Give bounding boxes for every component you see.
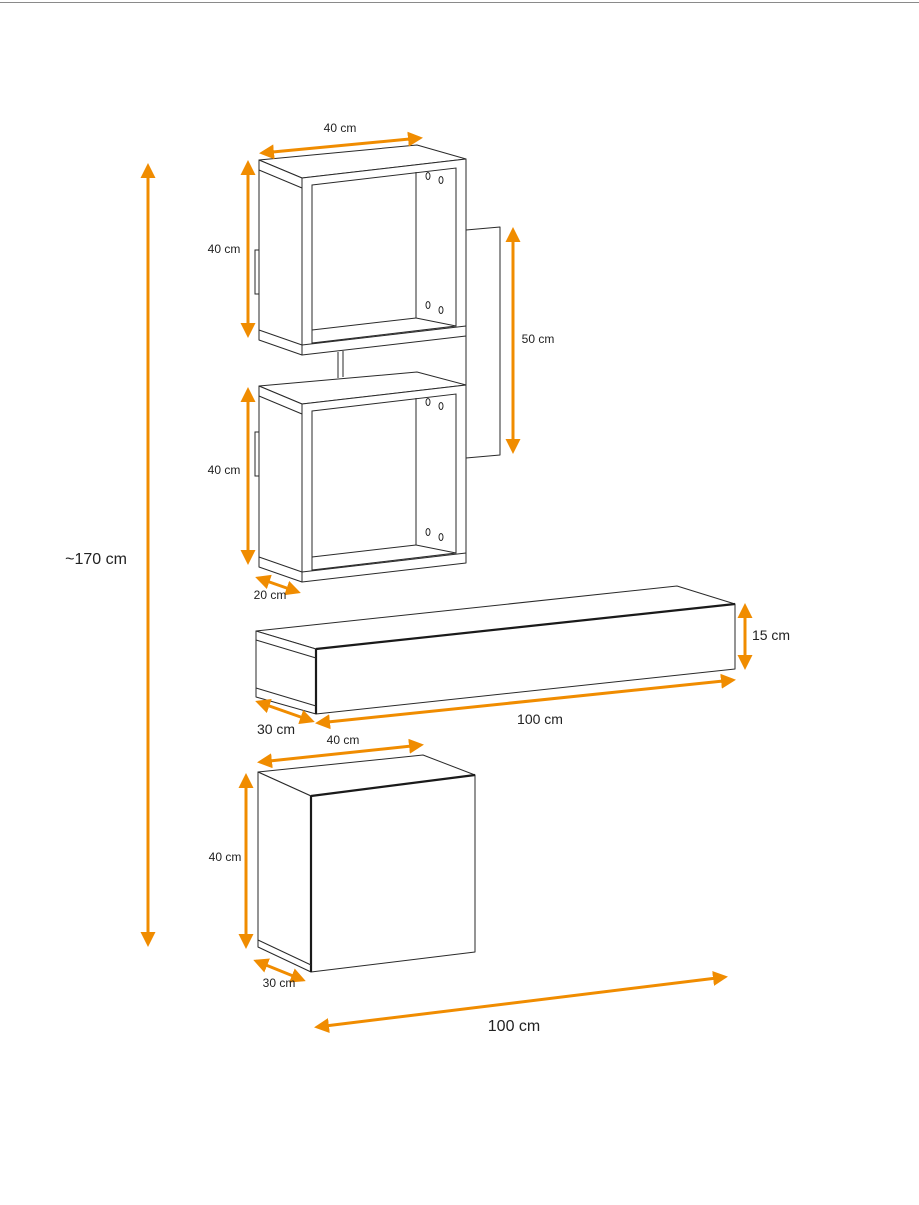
label-overall-height: ~170 cm xyxy=(65,551,127,568)
wall-cabinet xyxy=(257,754,476,973)
tv-unit xyxy=(255,585,736,715)
dim-cabinet-depth xyxy=(253,958,306,983)
label-shelf2-depth: 20 cm xyxy=(254,588,287,602)
dim-cabinet-width xyxy=(257,738,424,769)
dim-shelf1-width xyxy=(259,131,423,160)
dimension-lines xyxy=(140,131,753,1033)
label-shelf1-width: 40 cm xyxy=(324,121,357,135)
top-divider xyxy=(0,2,919,3)
dim-overall-width xyxy=(314,971,728,1033)
label-overall-width: 100 cm xyxy=(488,1018,540,1035)
open-shelf-cube-top xyxy=(254,144,467,356)
label-cabinet-height: 40 cm xyxy=(209,850,242,864)
connector-rod xyxy=(337,351,344,378)
label-shelf1-height: 40 cm xyxy=(208,242,241,256)
label-tv-width: 100 cm xyxy=(517,711,563,727)
dim-tv-depth xyxy=(255,698,315,725)
label-bracket-height: 50 cm xyxy=(522,332,555,346)
dim-shelf2-depth xyxy=(255,574,301,596)
dim-tv-width xyxy=(315,673,736,730)
label-tv-height: 15 cm xyxy=(752,627,790,643)
label-cabinet-depth: 30 cm xyxy=(263,976,296,990)
label-tv-depth: 30 cm xyxy=(257,721,295,737)
label-cabinet-width: 40 cm xyxy=(327,733,360,747)
label-shelf2-height: 40 cm xyxy=(208,463,241,477)
open-shelf-cube-bottom xyxy=(254,371,467,583)
wall-bracket xyxy=(465,226,501,459)
